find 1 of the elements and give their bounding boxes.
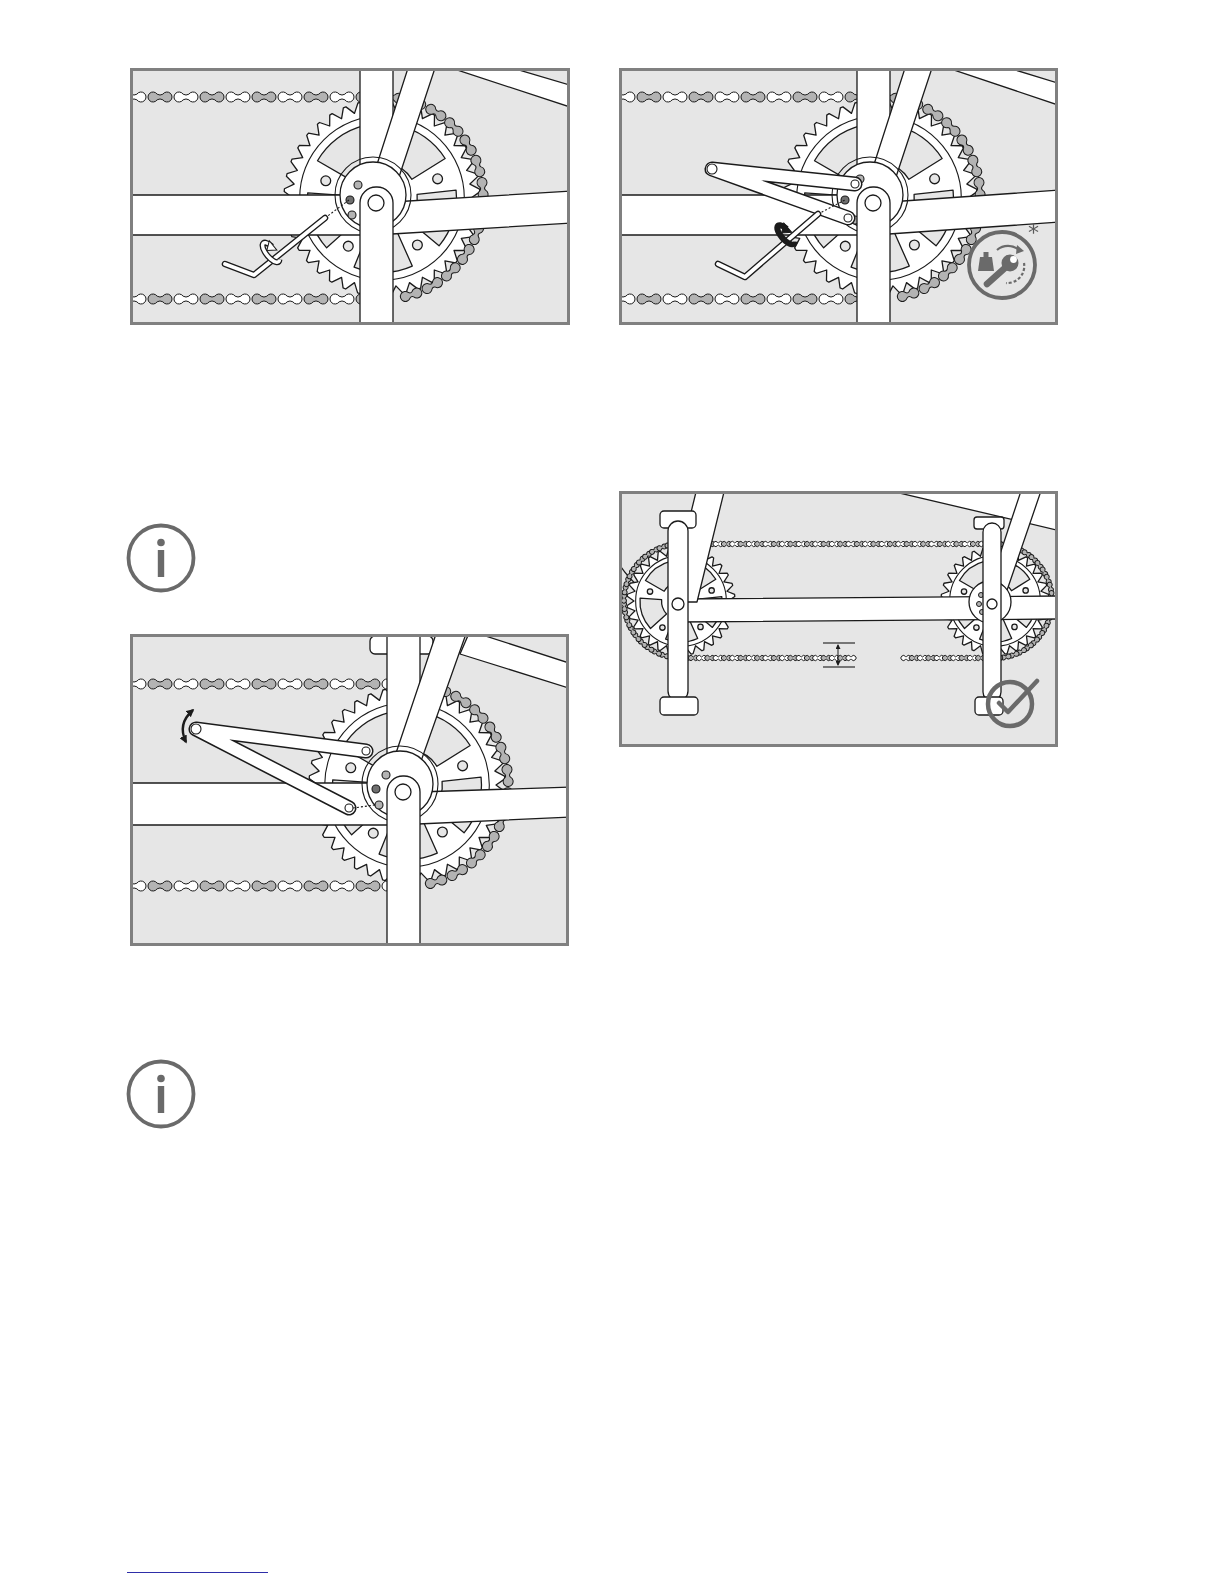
footnote-asterisk: * bbox=[1028, 222, 1039, 244]
